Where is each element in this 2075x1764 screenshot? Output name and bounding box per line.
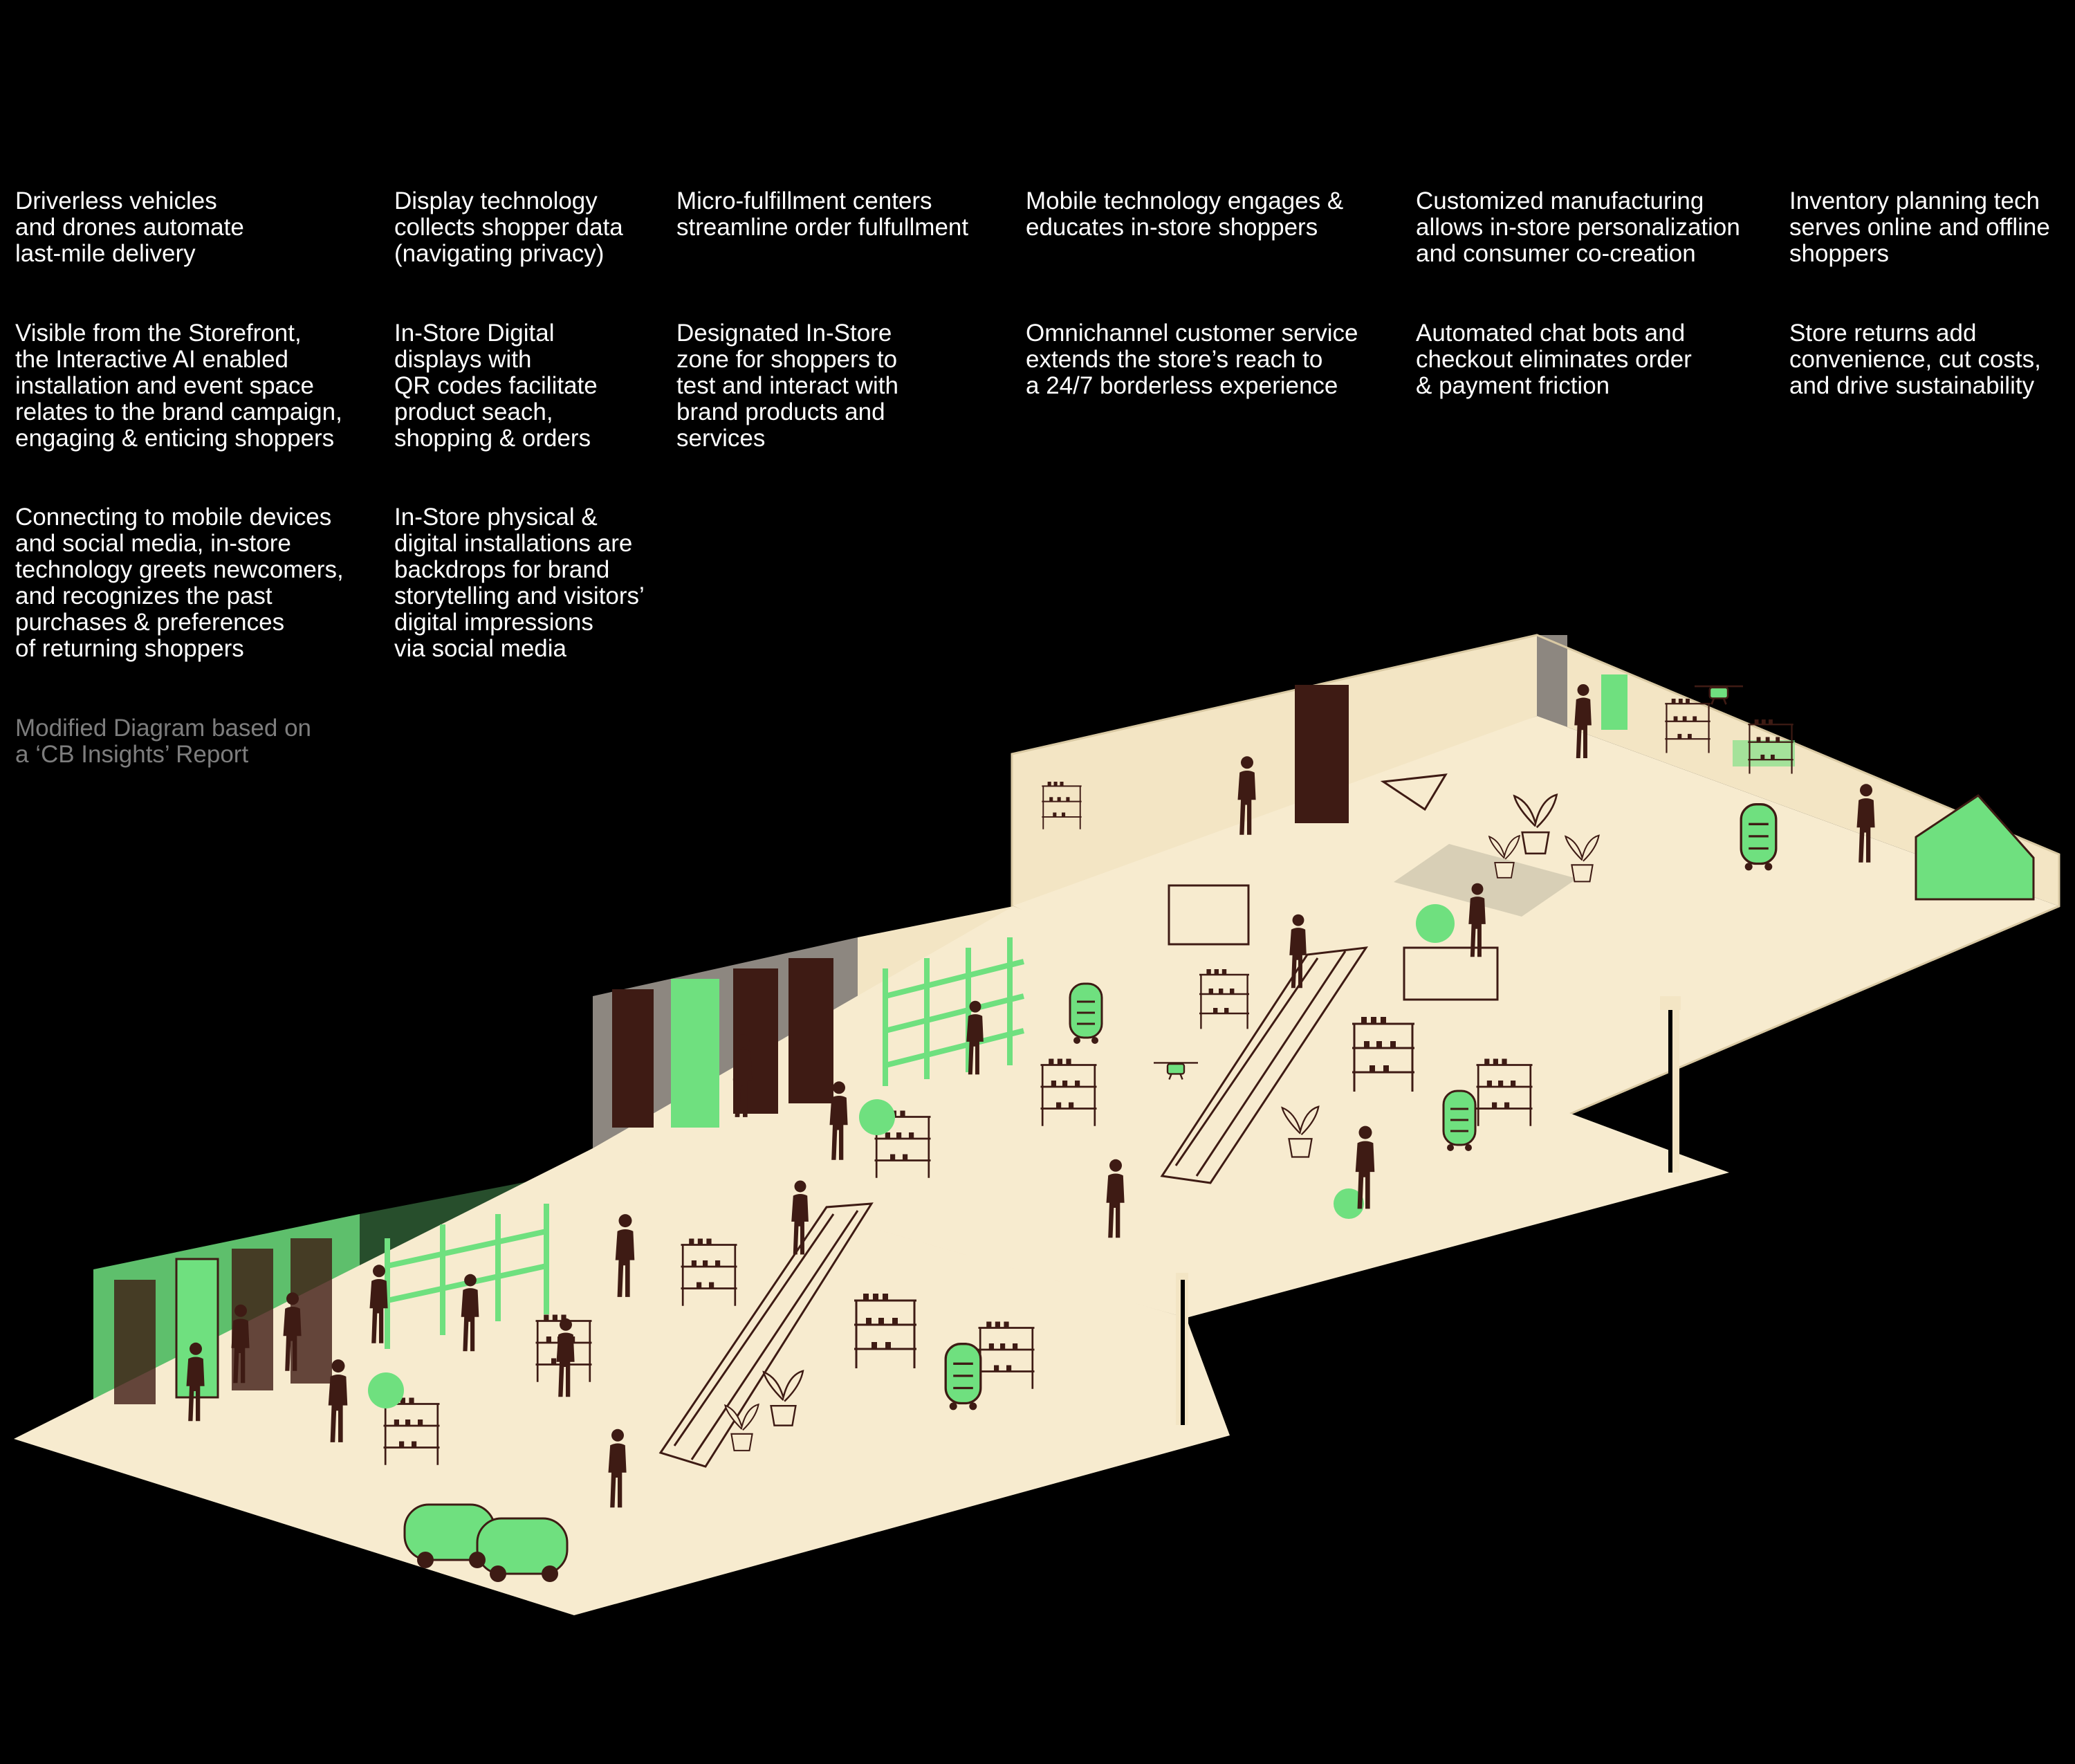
upper-floor	[1012, 716, 2059, 1134]
caption-mobile-social-connect: Connecting to mobile devices and social …	[15, 504, 344, 662]
caption-in-store-zone: Designated In-Store zone for shoppers to…	[676, 320, 898, 452]
return-kiosk-screen	[1601, 674, 1627, 730]
caption-customized-manufacturing: Customized manufacturing allows in-store…	[1416, 187, 1740, 267]
mid-digital-display	[671, 979, 719, 1128]
upper-green-panel	[1733, 740, 1795, 766]
mid-escalator	[1160, 946, 1369, 1184]
checkout-counter	[1403, 946, 1499, 1001]
caption-driverless-delivery: Driverless vehicles and drones automate …	[15, 187, 244, 267]
lower-floor	[14, 1148, 1230, 1615]
plant-display-rug	[1394, 844, 1577, 917]
mid-door-3	[788, 958, 833, 1103]
upper-counter	[1168, 884, 1250, 946]
caption-mobile-technology: Mobile technology engages & educates in-…	[1026, 187, 1344, 241]
upper-door	[1295, 685, 1349, 823]
driverless-delivery-vehicles	[403, 1503, 569, 1582]
caption-digital-displays: In-Store Digital displays with QR codes …	[394, 320, 598, 452]
caption-storefront-installation: Visible from the Storefront, the Interac…	[15, 320, 342, 452]
upper-back-wall-left	[1012, 635, 1537, 924]
caption-physical-digital-installations: In-Store physical & digital installation…	[394, 504, 645, 662]
lower-level	[14, 1148, 1230, 1615]
caption-micro-fulfillment: Micro-fulfillment centers streamline ord…	[676, 187, 969, 241]
caption-store-returns: Store returns add convenience, cut costs…	[1789, 320, 2041, 399]
return-bin	[1915, 794, 2035, 901]
caption-chat-bots-checkout: Automated chat bots and checkout elimina…	[1416, 320, 1692, 399]
source-note: Modified Diagram based on a ‘CB Insights…	[15, 715, 312, 768]
caption-inventory-planning: Inventory planning tech serves online an…	[1789, 187, 2050, 267]
micro-fulfillment-racks	[883, 937, 1024, 1086]
caption-display-technology: Display technology collects shopper data…	[394, 187, 623, 267]
upper-level	[1011, 634, 2060, 1136]
middle-level	[593, 906, 1729, 1318]
lower-escalator	[658, 1202, 874, 1468]
caption-omnichannel-service: Omnichannel customer service extends the…	[1026, 320, 1358, 399]
middle-floor	[593, 906, 1729, 1318]
mid-door-1	[612, 989, 654, 1128]
